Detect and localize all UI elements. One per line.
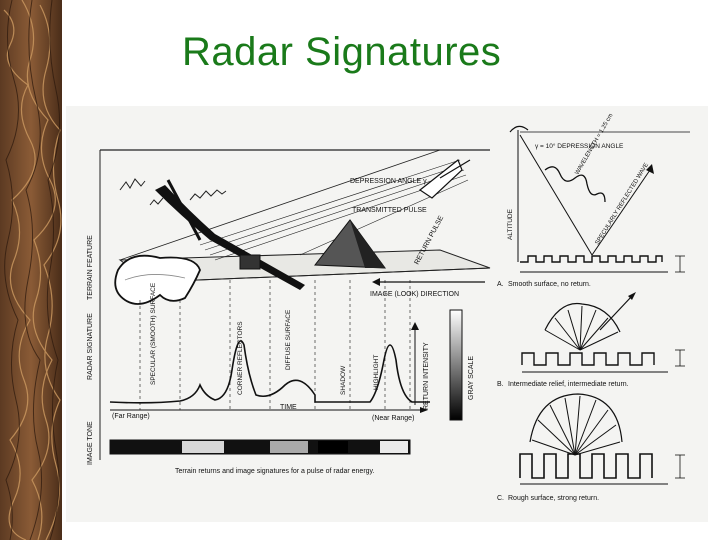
return-signature-curve <box>109 340 430 404</box>
panel-a-letter: A. <box>497 281 504 288</box>
label-corner-reflectors: CORNER REFLECTORS <box>237 321 244 395</box>
panel-c-letter: C. <box>497 495 504 502</box>
image-tone-strip <box>109 439 411 455</box>
far-range-label: (Far Range) <box>112 413 150 420</box>
return-intensity-label: RETURN INTENSITY <box>423 342 430 410</box>
strong-return-rays <box>531 395 621 456</box>
right-figure: γ = 10° DEPRESSION ANGLE ALTITUDE WAVELE… <box>497 113 690 502</box>
gray-scale-bar <box>449 309 463 421</box>
label-specular: SPECULAR (SMOOTH) SURFACE <box>150 282 157 385</box>
altitude-label: ALTITUDE <box>507 208 514 240</box>
decorative-border <box>0 0 62 540</box>
callout-depression-angle: DEPRESSION ANGLE γ <box>350 178 427 185</box>
smooth-surface-profile <box>520 255 663 263</box>
label-radar-signature: RADAR SIGNATURE <box>87 313 94 380</box>
panel-c-caption: Rough surface, strong return. <box>508 495 599 502</box>
panel-b-letter: B. <box>497 381 504 388</box>
slide-title: Radar Signatures <box>182 30 502 74</box>
label-shadow: SHADOW <box>340 365 347 395</box>
panel-a-caption: Smooth surface, no return. <box>508 281 591 288</box>
intermediate-surface-profile <box>521 352 655 366</box>
left-figure: DEPRESSION ANGLE γ TRANSMITTED PULSE RET… <box>87 149 491 475</box>
intermediate-return-rays <box>544 305 619 351</box>
gray-scale-label: GRAY SCALE <box>468 356 475 400</box>
specular-wave-label: SPECULARLY REFLECTED WAVE <box>595 162 651 246</box>
label-diffuse: DIFFUSE SURFACE <box>285 309 292 370</box>
time-axis-label: TIME <box>280 404 297 411</box>
label-image-tone: IMAGE TONE <box>87 421 94 465</box>
label-highlight: HIGHLIGHT <box>373 355 380 390</box>
panel-b-caption: Intermediate relief, intermediate return… <box>508 381 629 388</box>
label-terrain-feature: TERRAIN FEATURE <box>87 235 94 300</box>
near-range-label: (Near Range) <box>372 415 414 422</box>
left-caption: Terrain returns and image signatures for… <box>175 468 375 475</box>
callout-image-direction: IMAGE (LOOK) DIRECTION <box>370 291 459 298</box>
depression-angle-label: γ = 10° DEPRESSION ANGLE <box>535 142 624 150</box>
rough-surface-profile <box>519 453 653 479</box>
callout-transmitted-pulse: TRANSMITTED PULSE <box>352 207 427 214</box>
